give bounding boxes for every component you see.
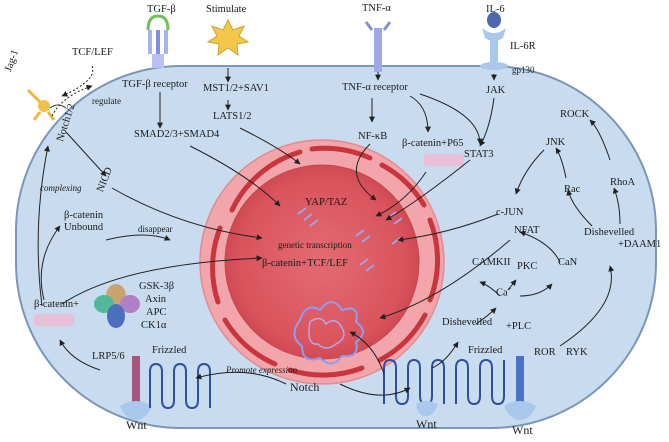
bcat-p65-box <box>424 154 464 166</box>
tgfb-receptor-icon <box>146 14 170 68</box>
label-bcat-unbound-2: Unbound <box>64 222 104 233</box>
il6-receptor-icon <box>480 12 508 70</box>
label-nfkb: NF-κB <box>358 131 388 142</box>
label-ca: Ca+ <box>496 286 512 299</box>
label-axin: Axin <box>145 294 166 305</box>
label-bcat-tcf: β-catenin+TCF/LEF <box>262 258 348 269</box>
label-rhoa: RhoA <box>610 177 636 188</box>
label-dishevelled-daam: Dishevelled <box>584 227 635 238</box>
label-lrp56: LRP5/6 <box>92 351 125 362</box>
label-genetic-transcription: genetic transcription <box>278 240 352 250</box>
label-daam1: +DAAM1 <box>618 239 662 250</box>
label-frizzled-left: Frizzled <box>152 345 187 356</box>
label-regulate: regulate <box>92 96 121 106</box>
tnfa-receptor-icon <box>364 21 392 72</box>
frizzled-right-icon <box>455 358 505 406</box>
frizzled-middle-icon <box>383 358 445 416</box>
label-dishevelled-plc: Dishevelled <box>442 317 493 328</box>
label-gsk: GSK-3β <box>139 281 175 292</box>
label-rock: ROCK <box>560 109 590 120</box>
lrp56-receptor-icon <box>120 356 152 420</box>
label-pkc: PKC <box>517 261 538 272</box>
endoplasmic-reticulum <box>210 145 441 378</box>
label-smad: SMAD2/3+SMAD4 <box>134 129 220 140</box>
pathway-arrows <box>37 65 621 396</box>
bcat-plus-box <box>34 314 74 326</box>
label-camkii: CAMKII <box>472 257 511 268</box>
label-ca-sup: + <box>507 285 512 293</box>
label-ca-text: Ca <box>496 287 508 299</box>
label-frizzled-right: Frizzled <box>468 345 503 356</box>
label-ck1a: CK1α <box>141 320 167 331</box>
label-stimulate: Stimulate <box>206 4 247 15</box>
label-notch-bottom: Notch <box>290 380 320 394</box>
ror-ryk-receptor-icon <box>504 356 536 420</box>
label-ryk: RYK <box>566 347 588 358</box>
label-wnt-left: Wnt <box>126 418 147 432</box>
label-il6r: IL-6R <box>510 41 536 52</box>
label-lats: LATS1/2 <box>213 111 252 122</box>
label-tgfb: TGF-β <box>147 4 176 15</box>
label-promote-expression: Promote expression <box>226 365 298 375</box>
label-disappear: disappear <box>138 224 173 234</box>
label-cjun: c-JUN <box>496 207 524 218</box>
label-tgfb-receptor: TGF-β receptor <box>122 79 188 90</box>
label-plc: +PLC <box>506 321 532 332</box>
jag1-ligand-icon <box>26 88 56 121</box>
notch-receptor-icon <box>49 104 67 109</box>
label-il6: IL-6 <box>486 4 505 15</box>
destruction-complex-icon <box>94 284 140 328</box>
label-tnfa-receptor: TNF-α receptor <box>342 82 408 93</box>
label-ror: ROR <box>534 347 556 358</box>
label-stat3: STAT3 <box>464 149 494 160</box>
label-apc: APC <box>146 307 167 318</box>
label-rac: Rac <box>564 184 581 195</box>
label-tcflef-top: TCF/LEF <box>72 47 113 58</box>
label-can: CaN <box>558 257 578 268</box>
label-bcat-unbound-1: β-catenin <box>64 210 104 221</box>
frizzled-left-icon <box>149 362 211 410</box>
label-tnfa: TNF-α <box>362 3 391 14</box>
label-gp130: gp130 <box>512 65 535 75</box>
label-jnk: JNK <box>546 137 566 148</box>
label-complexing: complexing <box>40 183 82 193</box>
label-mst: MST1/2+SAV1 <box>203 83 269 94</box>
label-jak: JAK <box>486 85 506 96</box>
label-bcat-plus: β-catenin+ <box>34 299 80 310</box>
stimulate-star-icon <box>206 18 250 57</box>
chromatin-coil <box>293 301 364 365</box>
label-yaptaz: YAP/TAZ <box>305 197 348 208</box>
label-nfat: NFAT <box>514 225 540 236</box>
label-bcat-p65: β-catenin+P65 <box>402 138 464 149</box>
label-wnt-right: Wnt <box>512 423 533 437</box>
label-wnt-middle: Wnt <box>416 417 437 431</box>
